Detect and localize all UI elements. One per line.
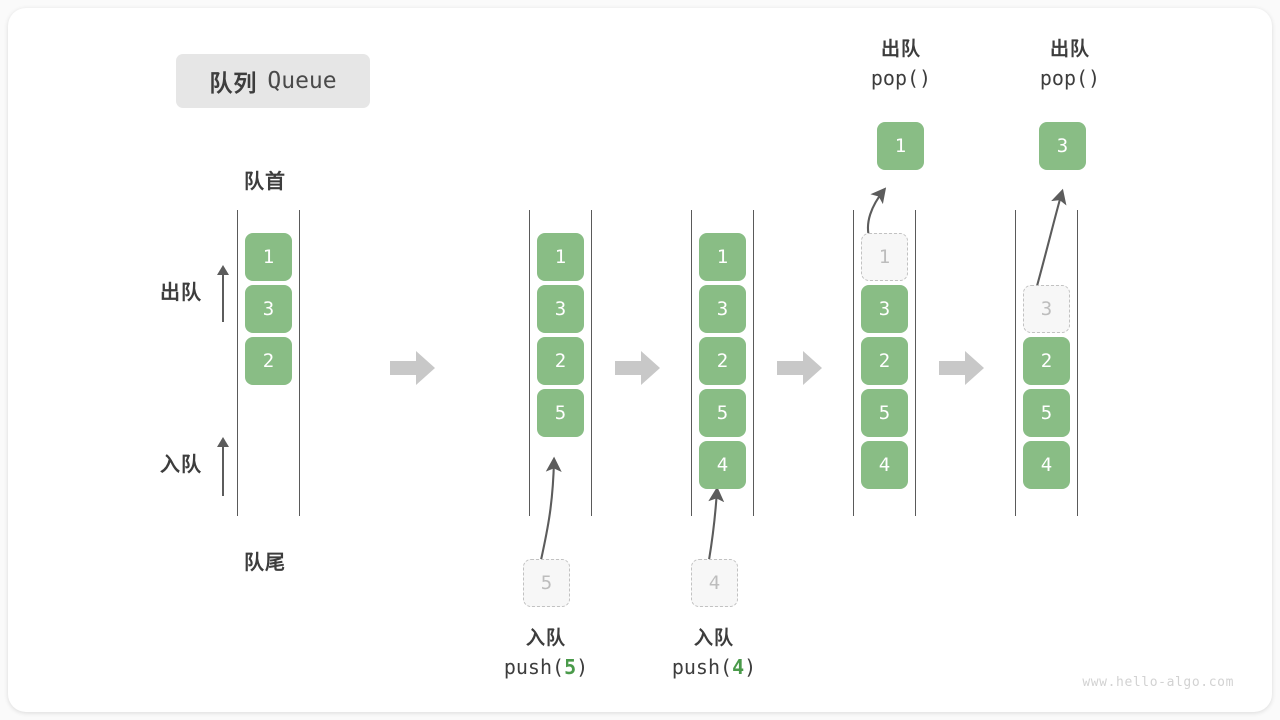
diagram-canvas: 队列 Queue 队首 出队 入队 1 3 2 队 xyxy=(8,8,1272,712)
popped-element-1: 1 xyxy=(877,122,924,170)
title-en: Queue xyxy=(267,68,337,94)
queue-cell: 5 xyxy=(861,389,908,437)
queue-front-label: 队首 xyxy=(244,171,286,193)
queue-cell: 3 xyxy=(699,285,746,333)
pop-3-caption-cn: 出队 xyxy=(1049,39,1090,60)
push-5-caption-code: push(5) xyxy=(503,654,589,679)
popped-element-3: 3 xyxy=(1039,122,1086,170)
queue-cell: 5 xyxy=(1023,389,1070,437)
push-5-caption: 入队 push(5) xyxy=(456,625,636,682)
rail-right xyxy=(915,210,916,516)
watermark: www.hello-algo.com xyxy=(1082,675,1234,690)
rail-right xyxy=(1077,210,1078,516)
dequeue-arrow-shaft xyxy=(222,274,224,322)
queue-cell: 2 xyxy=(699,337,746,385)
rail-left xyxy=(529,210,530,516)
queue-column-push-5: 1 3 2 5 xyxy=(529,210,592,516)
queue-column-pop-3: 3 2 5 4 xyxy=(1015,210,1078,516)
queue-cell: 4 xyxy=(861,441,908,489)
step-arrow-icon xyxy=(390,351,435,385)
incoming-element-5: 5 xyxy=(523,559,570,607)
rail-left xyxy=(691,210,692,516)
step-arrow-icon xyxy=(777,351,822,385)
rail-left xyxy=(853,210,854,516)
pop-1-caption: 出队 pop() xyxy=(811,36,991,93)
push-5-caption-cn: 入队 xyxy=(525,628,566,649)
queue-cell: 1 xyxy=(699,233,746,281)
queue-cell: 4 xyxy=(699,441,746,489)
queue-column-initial: 1 3 2 xyxy=(237,210,300,516)
pop-3-caption: 出队 pop() xyxy=(980,36,1160,93)
rail-left xyxy=(1015,210,1016,516)
diagram-title-chip: 队列 Queue xyxy=(176,54,370,108)
queue-cell: 5 xyxy=(537,389,584,437)
queue-cell: 2 xyxy=(537,337,584,385)
dequeue-arrow-head-icon xyxy=(217,265,229,275)
queue-rear-label: 队尾 xyxy=(244,552,286,574)
queue-cell: 3 xyxy=(537,285,584,333)
queue-column-pop-1: 1 3 2 5 4 xyxy=(853,210,916,516)
title-cn: 队列 xyxy=(209,70,258,96)
queue-cell: 3 xyxy=(245,285,292,333)
pop-3-caption-code: pop() xyxy=(1039,65,1101,90)
incoming-element-4: 4 xyxy=(691,559,738,607)
queue-cell: 2 xyxy=(1023,337,1070,385)
queue-cell: 3 xyxy=(861,285,908,333)
queue-cell-ghost: 1 xyxy=(861,233,908,281)
queue-cell: 2 xyxy=(245,337,292,385)
push-4-caption: 入队 push(4) xyxy=(624,625,804,682)
queue-cell: 5 xyxy=(699,389,746,437)
pop-1-caption-code: pop() xyxy=(870,65,932,90)
pop-1-caption-cn: 出队 xyxy=(880,39,921,60)
rail-right xyxy=(753,210,754,516)
queue-cell: 1 xyxy=(537,233,584,281)
rail-right xyxy=(591,210,592,516)
step-arrow-icon xyxy=(615,351,660,385)
dequeue-label: 出队 xyxy=(160,282,202,304)
rail-right xyxy=(299,210,300,516)
queue-column-push-4: 1 3 2 5 4 xyxy=(691,210,754,516)
enqueue-arrow-shaft xyxy=(222,446,224,496)
rail-left xyxy=(237,210,238,516)
push-4-caption-cn: 入队 xyxy=(693,628,734,649)
step-arrow-icon xyxy=(939,351,984,385)
queue-cell: 4 xyxy=(1023,441,1070,489)
enqueue-label: 入队 xyxy=(160,454,202,476)
queue-cell: 2 xyxy=(861,337,908,385)
enqueue-arrow-head-icon xyxy=(217,437,229,447)
queue-cell: 1 xyxy=(245,233,292,281)
queue-cell-ghost: 3 xyxy=(1023,285,1070,333)
push-4-caption-code: push(4) xyxy=(671,654,757,679)
